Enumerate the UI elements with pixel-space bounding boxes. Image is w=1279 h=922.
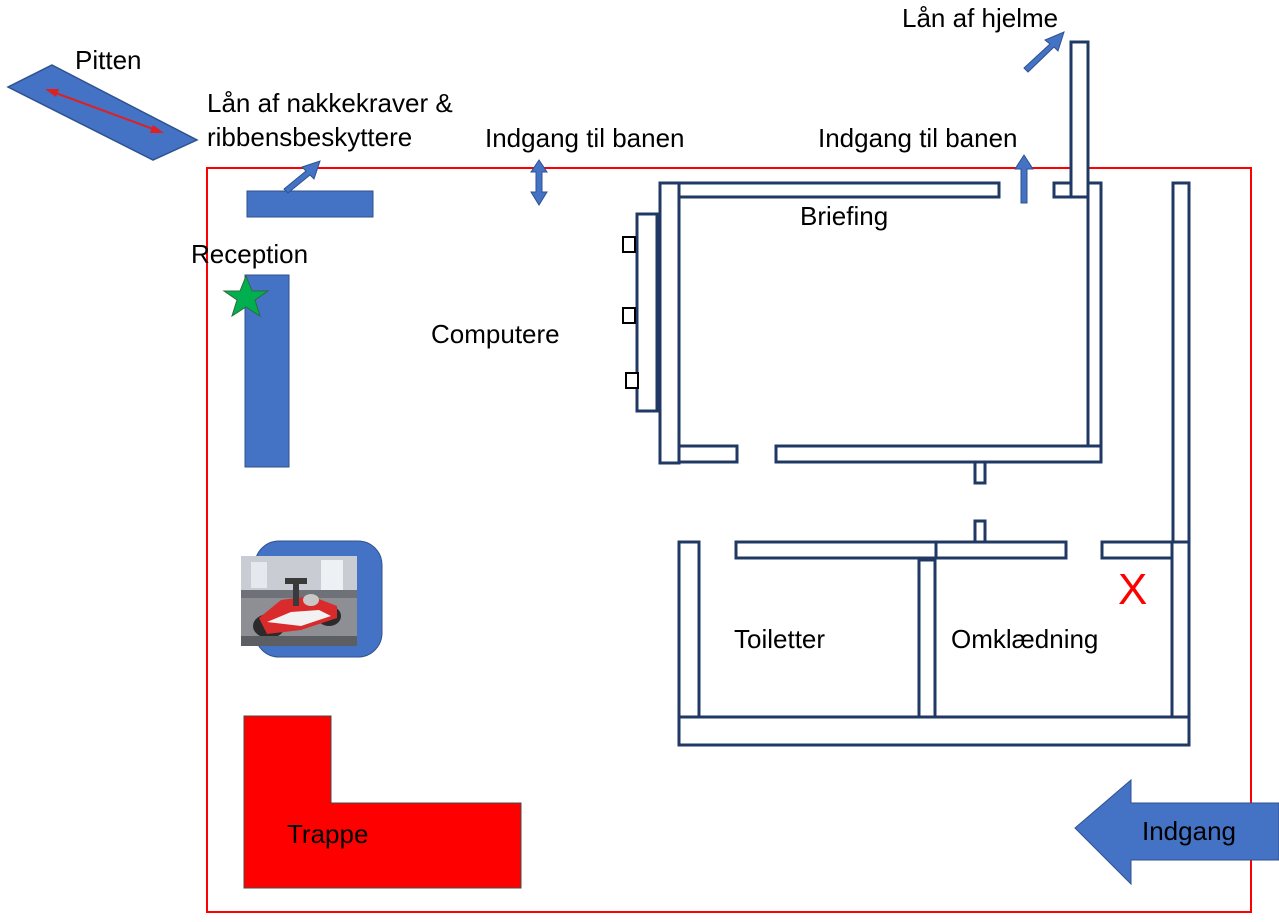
helmet-rental-label: Lån af hjelme: [902, 3, 1059, 33]
briefing-room-walls: [635, 40, 1191, 545]
wall: [1086, 181, 1103, 450]
wall: [1171, 181, 1191, 545]
wall: [774, 444, 1103, 464]
go-kart-photo: [241, 556, 357, 646]
pit-label: Pitten: [75, 45, 142, 75]
track-entrance-2-arrow: [1014, 154, 1034, 204]
wall: [917, 558, 937, 719]
track-entrance-2-label: Indgang til banen: [818, 123, 1018, 153]
neck-brace-counter: [246, 190, 374, 218]
toilets-label: Toiletter: [734, 624, 826, 654]
wall: [973, 460, 987, 485]
neck-rental-label: Lån af nakkekraver & ribbensbeskyttere: [207, 88, 453, 152]
entrance-label: Indgang: [1142, 816, 1236, 846]
wall: [973, 519, 987, 544]
entrance-arrow: [1074, 778, 1279, 886]
pit-red-arrowhead-left: [45, 89, 59, 97]
wall: [677, 444, 739, 464]
computer-stations: [622, 236, 639, 389]
track-entrance-1-label: Indgang til banen: [485, 123, 685, 153]
wall: [677, 540, 701, 719]
computers-label: Computere: [431, 319, 560, 349]
stairs-area: [243, 715, 522, 889]
changing-room-label: Omklædning: [951, 624, 1099, 654]
reception-label: Reception: [191, 239, 309, 269]
reception-star-icon: [222, 274, 270, 318]
stairs-label: Trappe: [287, 819, 369, 849]
computer-desk: [635, 212, 659, 413]
wall: [1170, 540, 1191, 719]
briefing-label: Briefing: [800, 201, 889, 231]
track-entrance-1-arrow: [530, 159, 548, 206]
neck-rental-arrow: [283, 160, 321, 194]
lower-rooms-walls: [677, 540, 1191, 747]
computer-station-icon: [622, 307, 636, 324]
building-boundary: [206, 167, 1252, 913]
computer-station-icon: [622, 236, 636, 253]
x-mark: X: [1118, 565, 1148, 614]
wall: [1100, 540, 1174, 560]
wall: [677, 181, 1001, 199]
wall: [734, 540, 938, 560]
wall: [658, 181, 681, 465]
pit-red-arrow-shaft: [52, 91, 157, 131]
helmet-rental-arrow: [1023, 31, 1065, 73]
computer-station-icon: [625, 372, 639, 389]
pit-red-arrowhead-right: [150, 125, 164, 133]
wall: [1069, 40, 1090, 199]
wall: [677, 715, 1191, 747]
pit-area: [6, 64, 199, 161]
wall: [934, 540, 1068, 560]
